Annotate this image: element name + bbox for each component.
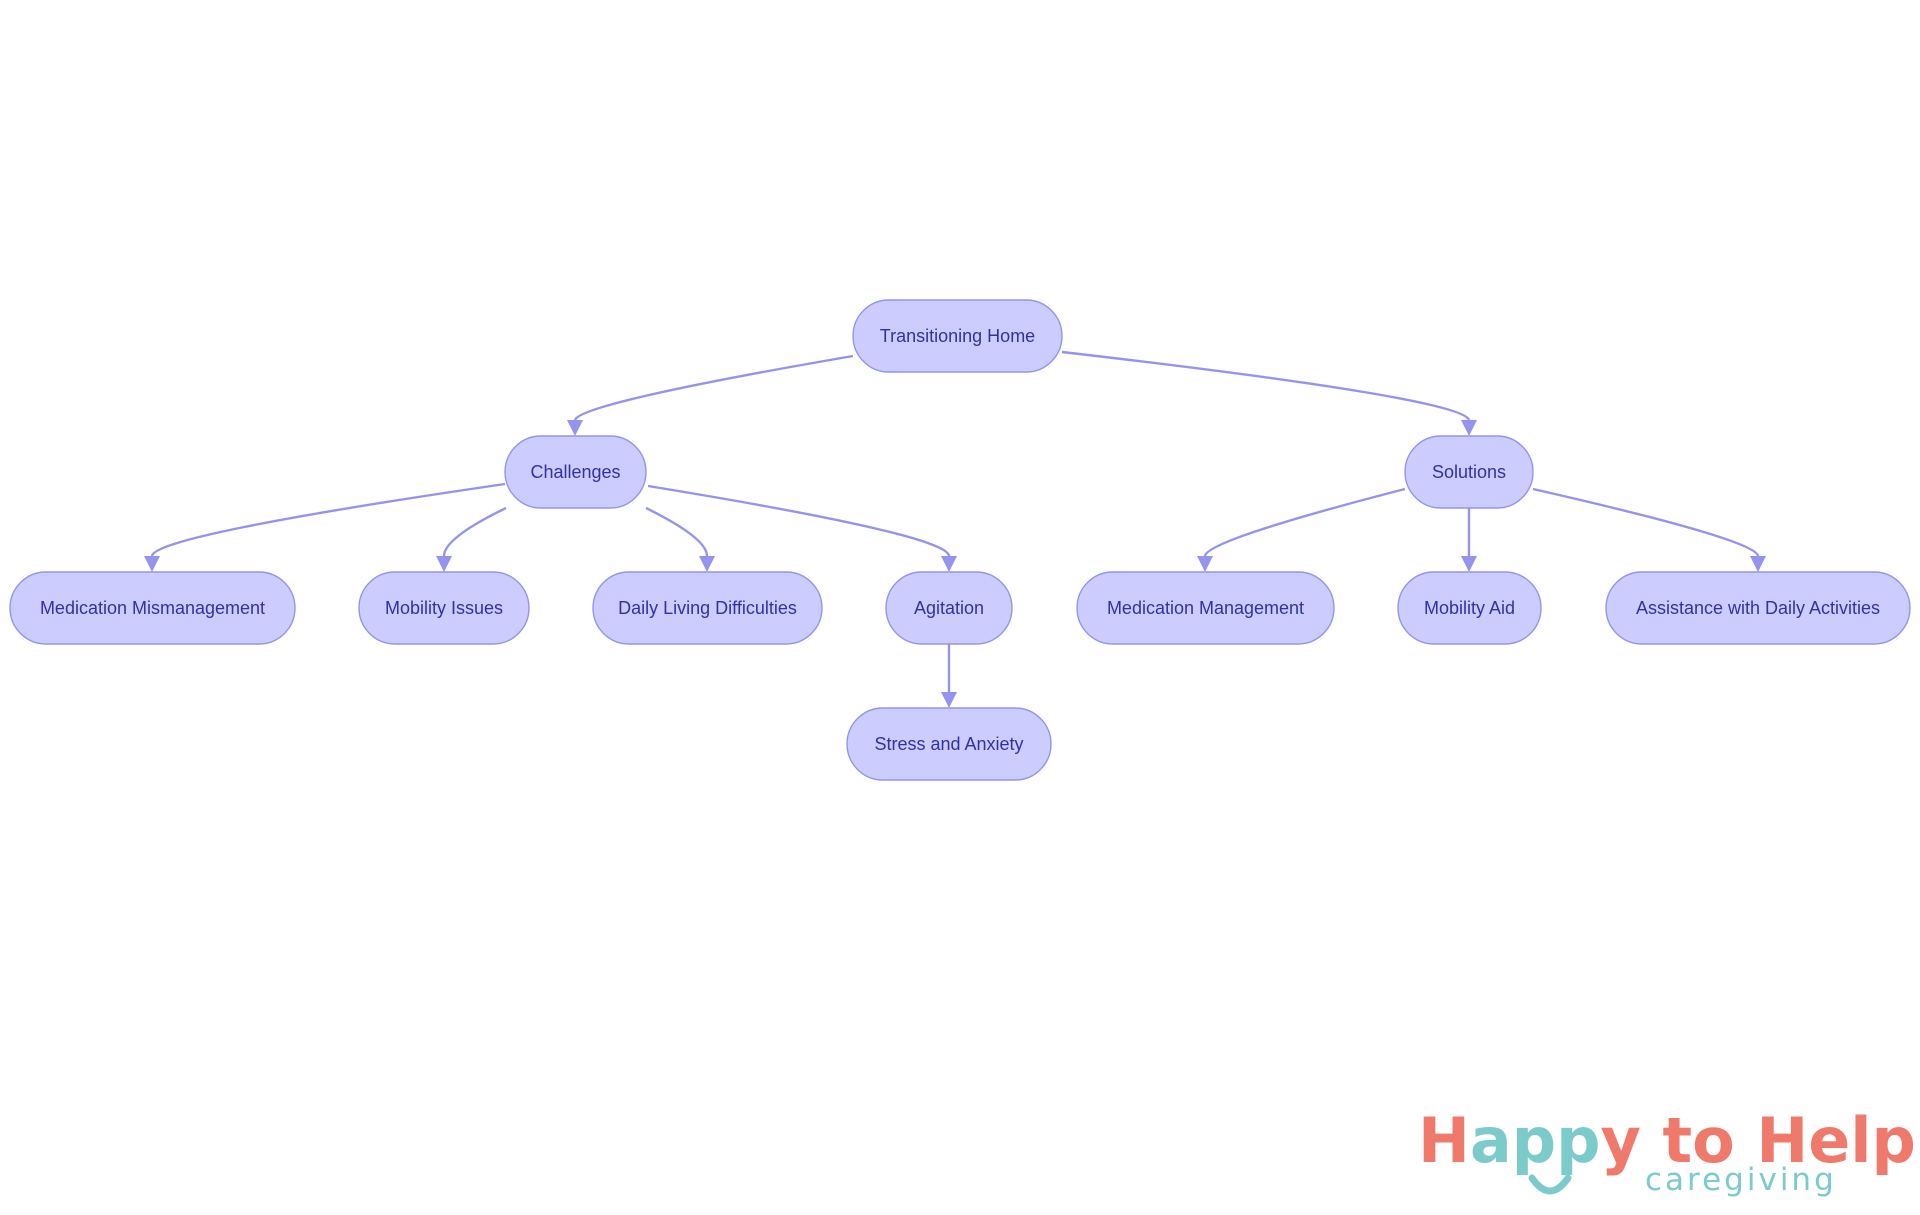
arrowhead-daily-living-difficulties — [699, 556, 715, 572]
edge-transitioning-home-to-solutions — [1061, 350, 1471, 421]
logo-letters-pp: pp — [1512, 1104, 1601, 1177]
logo-letter-y: y — [1601, 1104, 1641, 1177]
node-label-mobility-issues: Mobility Issues — [385, 598, 503, 618]
logo-letter-a: a — [1470, 1104, 1512, 1177]
arrowhead-medication-management — [1197, 556, 1213, 572]
node-transitioning-home: Transitioning Home — [852, 299, 1063, 373]
node-label-medication-mismanagement: Medication Mismanagement — [40, 598, 265, 618]
arrowhead-challenges — [567, 420, 583, 436]
node-label-daily-living-difficulties: Daily Living Difficulties — [618, 598, 797, 618]
node-medication-mismanagement: Medication Mismanagement — [9, 571, 296, 645]
logo-wordmark: Happy to Help — [1418, 1104, 1916, 1177]
node-stress-and-anxiety: Stress and Anxiety — [846, 707, 1052, 781]
node-label-transitioning-home: Transitioning Home — [880, 326, 1035, 346]
node-label-solutions: Solutions — [1432, 462, 1506, 482]
edge-solutions-to-medication-management — [1203, 487, 1406, 557]
node-mobility-issues: Mobility Issues — [358, 571, 530, 645]
node-label-challenges: Challenges — [530, 462, 620, 482]
node-daily-living-difficulties: Daily Living Difficulties — [592, 571, 823, 645]
arrowhead-mobility-aid — [1461, 556, 1477, 572]
logo-to-help: to Help — [1641, 1104, 1916, 1177]
node-challenges: Challenges — [504, 435, 647, 509]
node-label-mobility-aid: Mobility Aid — [1424, 598, 1515, 618]
node-agitation: Agitation — [885, 571, 1013, 645]
logo-tagline: caregiving — [1645, 1162, 1837, 1198]
arrowhead-stress-and-anxiety — [941, 692, 957, 708]
happy-to-help-logo: Happy to Help caregiving — [1418, 1104, 1916, 1198]
arrowhead-medication-mismanagement — [144, 556, 160, 572]
logo-smile-icon — [1528, 1174, 1572, 1195]
edge-transitioning-home-to-challenges — [573, 354, 854, 421]
node-label-medication-management: Medication Management — [1107, 598, 1304, 618]
edge-challenges-to-mobility-issues — [442, 506, 507, 557]
logo-letter-h: H — [1418, 1104, 1470, 1177]
edge-challenges-to-daily-living-difficulties — [645, 506, 709, 557]
edge-challenges-to-medication-mismanagement — [150, 482, 506, 557]
node-label-agitation: Agitation — [914, 598, 984, 618]
arrowhead-solutions — [1461, 420, 1477, 436]
node-mobility-aid: Mobility Aid — [1397, 571, 1542, 645]
arrowhead-agitation — [941, 556, 957, 572]
edge-solutions-to-assistance-daily-activities — [1532, 487, 1760, 557]
nodes-layer: Transitioning Home Challenges Solutions … — [9, 299, 1911, 781]
edges-layer — [144, 350, 1766, 708]
node-solutions: Solutions — [1404, 435, 1534, 509]
edge-challenges-to-agitation — [647, 484, 951, 557]
node-assistance-daily-activities: Assistance with Daily Activities — [1605, 571, 1911, 645]
node-label-stress-and-anxiety: Stress and Anxiety — [874, 734, 1023, 754]
node-label-assistance-daily-activities: Assistance with Daily Activities — [1636, 598, 1880, 618]
arrowhead-assistance-daily-activities — [1750, 556, 1766, 572]
node-medication-management: Medication Management — [1076, 571, 1335, 645]
arrowhead-mobility-issues — [436, 556, 452, 572]
